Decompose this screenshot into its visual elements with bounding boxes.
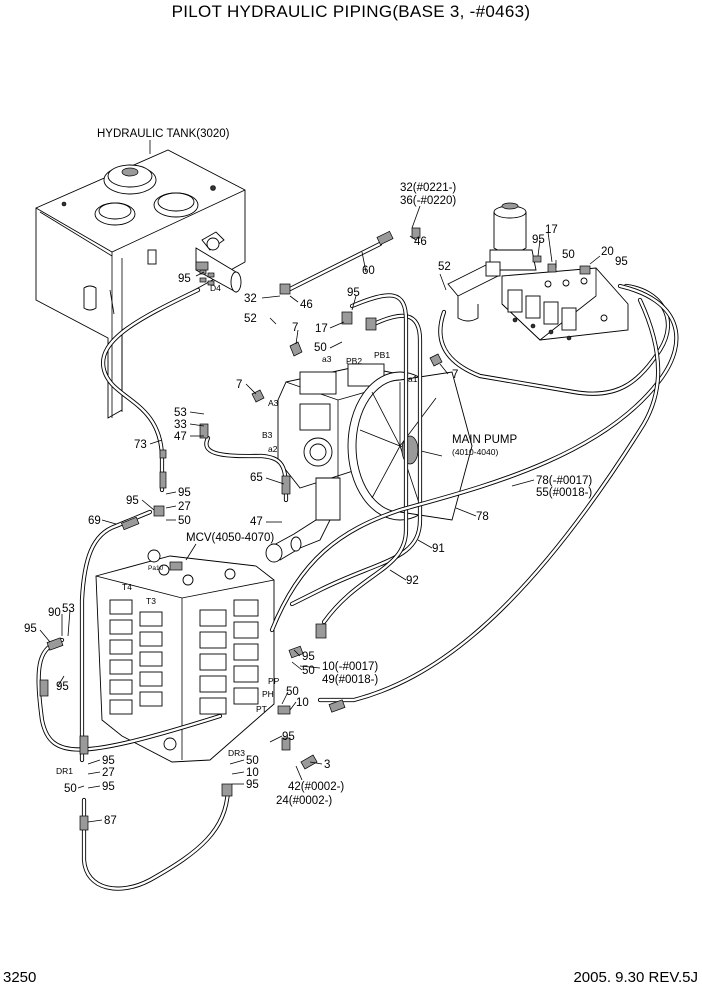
callout-50-filter: 50 [562, 249, 575, 261]
callout-17-mid: 17 [315, 323, 328, 335]
callout-73: 73 [134, 439, 147, 451]
callout-69: 69 [88, 515, 101, 527]
port-label-pb2: PB2 [346, 356, 362, 366]
callout-47-b: 47 [250, 516, 263, 528]
port-label-a1: a1 [408, 374, 418, 384]
callout-20: 20 [601, 246, 614, 258]
mcv-label: MCV(4050-4070) [186, 532, 274, 544]
callout-95-right: 95 [615, 256, 628, 268]
callout-50-b: 50 [178, 515, 191, 527]
port-label-a2: a2 [268, 444, 278, 454]
port-label-dr1: DR1 [56, 766, 73, 776]
callout-27-dr1: 27 [102, 767, 115, 779]
port-label-pt: PT [256, 704, 267, 714]
callout-95-mid: 95 [347, 287, 360, 299]
main-pump-label: MAIN PUMP [452, 434, 518, 446]
callout-32: 32 [244, 293, 257, 305]
callout-50-dr1: 50 [64, 783, 77, 795]
port-label-d4: D4 [210, 283, 221, 293]
callout-60: 60 [362, 265, 375, 277]
leader-lines [39, 205, 601, 823]
page-number: 3250 [3, 969, 37, 986]
port-label-pa10: Pa10 [148, 565, 164, 572]
callout-95-pt: 95 [282, 731, 295, 743]
callout-95-left2: 95 [56, 681, 69, 693]
callout-32-0221: 32(#0221-) [400, 182, 456, 194]
callout-95-c: 95 [178, 487, 191, 499]
callout-95-dr1: 95 [102, 755, 115, 767]
callout-17-filter: 17 [545, 224, 558, 236]
callout-92: 92 [406, 575, 419, 587]
callout-46: 46 [300, 299, 313, 311]
callout-labels: 32(#0221-) 36(-#0220) 46 52 95 17 50 20 … [24, 182, 628, 827]
port-label-b3: B3 [262, 430, 273, 440]
solenoid-valves [507, 289, 577, 341]
main-pump: A3 B3 a2 a3 PB2 PB1 a1 MAIN PUMP (4010-4… [251, 341, 518, 521]
port-label-pp: PP [268, 676, 280, 686]
revision-date: 2005. 9.30 REV.5J [573, 969, 698, 986]
callout-95-dr1b: 95 [102, 781, 115, 793]
port-label-t3: T3 [146, 596, 156, 606]
callout-65: 65 [250, 472, 263, 484]
callout-50-pp: 50 [302, 665, 315, 677]
callout-27: 27 [178, 501, 191, 513]
callout-95-dr3: 95 [246, 779, 259, 791]
callout-78: 78 [476, 511, 489, 523]
port-label-pb1: PB1 [374, 350, 390, 360]
callout-87: 87 [104, 815, 117, 827]
mcv: T4 T3 Pa10 PP PH PT DR3 DR1 MCV(4050-407… [56, 532, 280, 776]
callout-10-0017: 10(-#0017) [322, 661, 378, 673]
callout-47: 47 [174, 431, 187, 443]
callout-53-b: 53 [62, 603, 75, 615]
callout-46-top: 46 [414, 236, 427, 248]
port-label-t4: T4 [122, 582, 132, 592]
callout-95-left: 95 [24, 623, 37, 635]
port-label-dr3: DR3 [228, 748, 245, 758]
callout-36-0220: 36(-#0220) [400, 195, 456, 207]
callout-24-0002: 24(#0002-) [276, 795, 332, 807]
callout-7-left: 7 [236, 379, 242, 391]
hydraulic-tank-label: HYDRAULIC TANK(3020) [97, 128, 230, 140]
callout-95-pp: 95 [302, 651, 315, 663]
callout-95-b: 95 [126, 495, 139, 507]
callout-10-pt: 10 [296, 697, 309, 709]
port-label-a3: A3 [268, 398, 279, 408]
callout-3: 3 [324, 759, 330, 771]
page-title: PILOT HYDRAULIC PIPING(BASE 3, -#0463) [171, 2, 531, 21]
callout-95-filter: 95 [532, 234, 545, 246]
mcv-spools [109, 599, 259, 715]
callout-91: 91 [432, 543, 445, 555]
callout-52-top: 52 [438, 261, 451, 273]
hydraulic-tank: HYDRAULIC TANK(3020) [35, 128, 246, 419]
callout-50-mid: 50 [314, 342, 327, 354]
callout-55-0018: 55(#0018-) [536, 487, 592, 499]
callout-7-a: 7 [292, 322, 298, 334]
port-label-a3-lower: a3 [322, 354, 332, 364]
callout-95-tank: 95 [178, 273, 191, 285]
callout-49-0018: 49(#0018-) [322, 674, 378, 686]
callout-7-right: 7 [452, 369, 458, 381]
callout-50-dr3: 50 [246, 755, 259, 767]
suction-pipe [265, 519, 331, 563]
callout-90: 90 [48, 607, 61, 619]
callout-33: 33 [174, 419, 187, 431]
port-label-ph: PH [262, 689, 274, 699]
callout-42-0002: 42(#0002-) [288, 781, 344, 793]
callout-10-dr3: 10 [246, 767, 259, 779]
callout-78-0017: 78(-#0017) [536, 475, 592, 487]
main-pump-ref: (4010-4040) [452, 447, 498, 457]
callout-53: 53 [174, 407, 187, 419]
callout-52: 52 [244, 313, 257, 325]
callout-50-pt: 50 [286, 686, 299, 698]
hose-fittings [39, 230, 394, 831]
pilot-filter-assembly [411, 202, 629, 341]
